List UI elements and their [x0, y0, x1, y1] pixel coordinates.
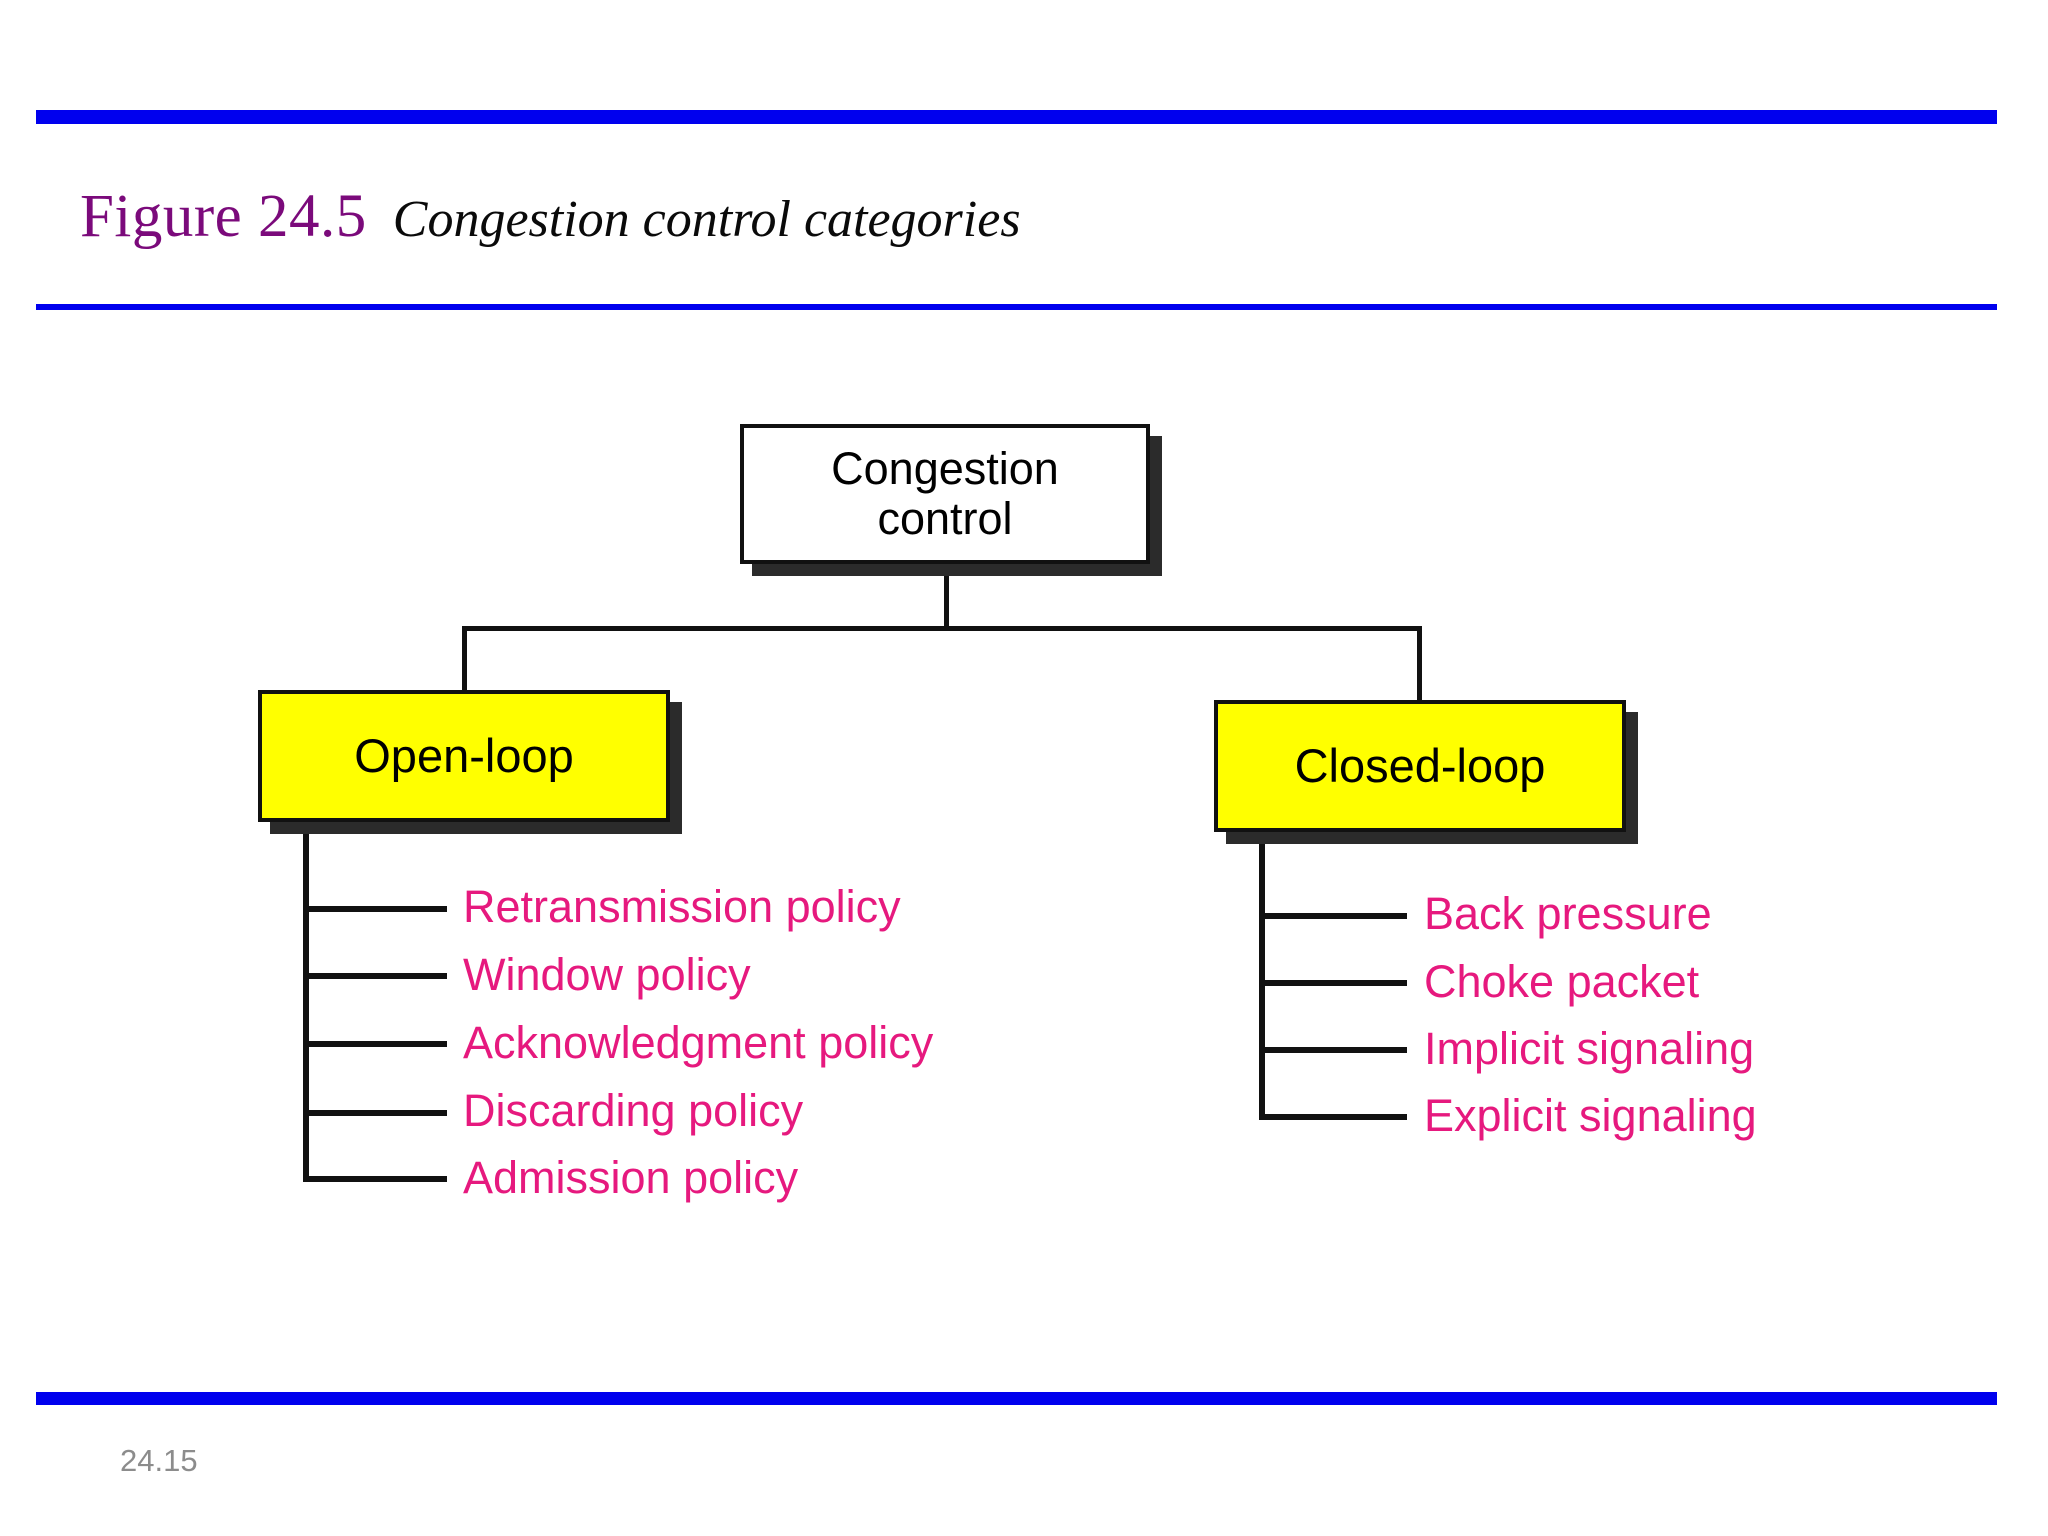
closed-loop-leaf-label[interactable]: Explicit signaling: [1424, 1090, 1757, 1141]
closed-loop-leaf-label[interactable]: Back pressure: [1424, 888, 1712, 939]
open-loop-leaf-label[interactable]: Retransmission policy: [463, 881, 901, 932]
open-loop-leaf-trunk: [303, 826, 309, 1176]
closed-loop-leaf-tick: [1259, 980, 1407, 986]
footer-rule: [36, 1392, 1997, 1405]
open-loop-leaf-tick: [303, 1176, 447, 1182]
open-loop-leaf-tick: [303, 1110, 447, 1116]
open-loop-leaf-label[interactable]: Window policy: [463, 949, 751, 1000]
figure-label: Figure 24.5: [80, 183, 367, 250]
page-title: Figure 24.5 Congestion control categories: [80, 182, 1021, 252]
header-rule-thin: [36, 304, 1997, 310]
closed-loop-leaf-label[interactable]: Choke packet: [1424, 956, 1700, 1007]
connector-root-stem: [944, 576, 949, 630]
closed-loop-leaf-tick: [1259, 1114, 1407, 1120]
open-loop-leaf-tick: [303, 906, 447, 912]
open-loop-leaf-tick: [303, 1041, 447, 1047]
connector-to-closed-loop: [1417, 626, 1422, 702]
node-closed-loop-label: Closed-loop: [1294, 738, 1546, 792]
node-open-loop-label: Open-loop: [354, 728, 574, 782]
closed-loop-leaf-label[interactable]: Implicit signaling: [1424, 1023, 1755, 1074]
node-open-loop[interactable]: Open-loop: [258, 690, 670, 822]
open-loop-leaf-label[interactable]: Acknowledgment policy: [463, 1017, 934, 1068]
closed-loop-leaf-tick: [1259, 913, 1407, 919]
connector-to-open-loop: [462, 626, 467, 692]
closed-loop-leaf-trunk: [1259, 836, 1265, 1114]
connector-horizontal-split: [462, 626, 1422, 631]
page-number: 24.15: [120, 1443, 198, 1478]
figure-caption: Congestion control categories: [392, 191, 1021, 248]
node-closed-loop[interactable]: Closed-loop: [1214, 700, 1626, 832]
header-rule-thick: [36, 110, 1997, 124]
open-loop-leaf-tick: [303, 973, 447, 979]
open-loop-leaf-label[interactable]: Discarding policy: [463, 1085, 804, 1136]
closed-loop-leaf-tick: [1259, 1047, 1407, 1053]
open-loop-leaf-label[interactable]: Admission policy: [463, 1152, 799, 1203]
